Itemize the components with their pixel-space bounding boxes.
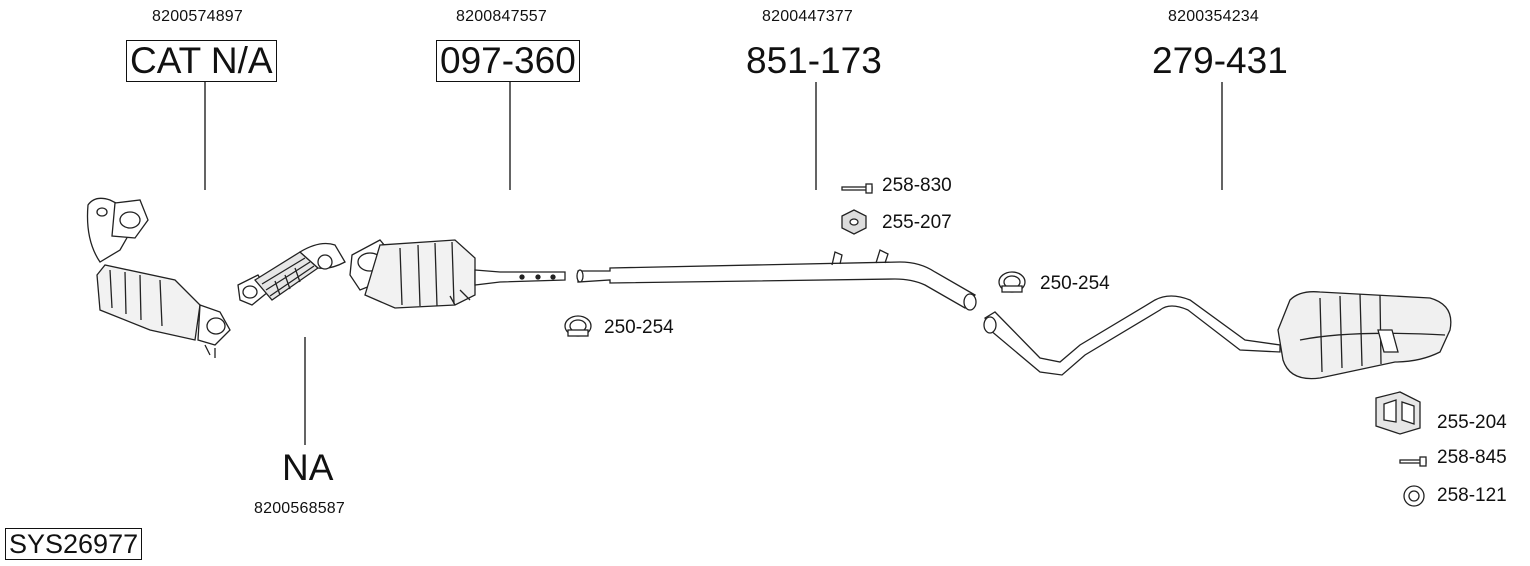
- accessory-label: 258-121: [1437, 485, 1507, 506]
- part-code-box: 097-360: [436, 40, 580, 82]
- clamp-icon: [564, 315, 592, 337]
- part-code: 851-173: [746, 40, 882, 81]
- part-oem-number: 8200354234: [1168, 8, 1259, 25]
- flex-pipe-part: [237, 242, 346, 306]
- ring-gasket-icon: [1403, 485, 1425, 507]
- part-code: NA: [282, 447, 334, 488]
- accessory-label: 255-207: [882, 212, 952, 233]
- accessory-label: 250-254: [604, 317, 674, 338]
- catalytic-converter-part: [86, 197, 231, 358]
- hanger-bracket-icon: [1375, 391, 1421, 435]
- rubber-mount-icon: [841, 209, 867, 235]
- part-oem-number: 8200568587: [254, 500, 345, 517]
- rear-silencer-part: [983, 291, 1452, 380]
- part-oem-number: 8200447377: [762, 8, 853, 25]
- diagram-id-box: SYS26977: [5, 528, 143, 560]
- particulate-filter-part: [349, 239, 566, 309]
- bolt-icon: [1399, 456, 1427, 467]
- accessory-label: 250-254: [1040, 273, 1110, 294]
- intermediate-pipe-part: [576, 249, 977, 311]
- part-oem-number: 8200574897: [152, 8, 243, 25]
- bolt-icon: [841, 183, 873, 194]
- part-code-box: CAT N/A: [126, 40, 277, 82]
- part-oem-number: 8200847557: [456, 8, 547, 25]
- accessory-label: 258-845: [1437, 447, 1507, 468]
- accessory-label: 255-204: [1437, 412, 1507, 433]
- clamp-icon: [998, 271, 1026, 293]
- part-code: 279-431: [1152, 40, 1288, 81]
- accessory-label: 258-830: [882, 175, 952, 196]
